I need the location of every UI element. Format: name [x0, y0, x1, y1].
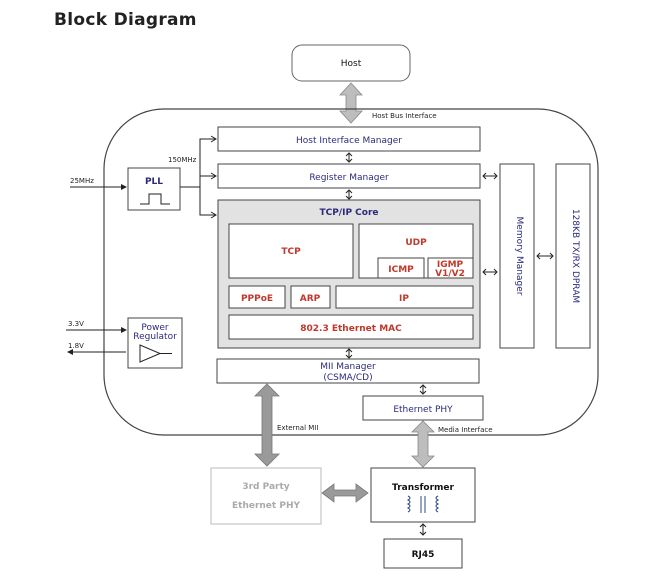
regulator-symbol: [139, 344, 172, 363]
pll-waveform: [140, 193, 170, 205]
mac-label: 802.3 Ethernet MAC: [300, 324, 402, 334]
ethernet-phy-block: [362, 395, 484, 421]
igmp-label-1: IGMP: [437, 260, 464, 270]
ip-label: IP: [399, 294, 409, 304]
arp-block: [290, 285, 331, 309]
connector-core-mem: [482, 268, 498, 276]
host-bus-interface-label: Host Bus Interface: [372, 112, 437, 120]
pppoe-label: PPPoE: [241, 294, 273, 304]
host-interface-manager-label: Host Interface Manager: [296, 136, 402, 146]
dpram-label: 128KB TX/RX DPRAM: [570, 209, 580, 303]
third-party-transformer-arrow: [321, 483, 369, 503]
register-manager-block: [217, 163, 481, 189]
mii-label-1: MII Manager: [320, 362, 376, 372]
clock-out-lines: [180, 138, 216, 216]
memory-manager-label: Memory Manager: [514, 217, 524, 296]
arp-label: ARP: [300, 294, 321, 304]
media-interface-arrow: [411, 420, 435, 468]
external-mii-label: External MII: [277, 424, 318, 432]
connector-transformer-rj45: [419, 523, 427, 536]
memory-manager-block: [499, 163, 535, 349]
transformer-block: [370, 467, 476, 523]
power-label-1: Power: [141, 323, 169, 333]
ethernet-phy-label: Ethernet PHY: [393, 405, 453, 415]
connector-him-reg: [345, 152, 353, 163]
mii-manager-block: [216, 358, 480, 384]
third-party-phy-block: [210, 467, 322, 525]
host-bus-arrow: [339, 82, 363, 124]
third-party-label-1: 3rd Party: [242, 482, 289, 492]
freq-25-label: 25MHz: [70, 177, 94, 185]
host-label: Host: [341, 59, 362, 69]
register-manager-label: Register Manager: [309, 173, 389, 183]
pll-block: [127, 167, 181, 211]
connector-core-mii: [345, 348, 353, 359]
dpram-block: [555, 163, 591, 349]
pll-label: PLL: [145, 177, 163, 187]
power-regulator-block: [127, 317, 183, 369]
transformer-coil-icon: [406, 495, 440, 513]
v18-label: 1.8V: [68, 342, 84, 350]
page-title: Block Diagram: [54, 10, 197, 30]
connector-mii-phy: [419, 384, 427, 395]
ip-block: [335, 285, 474, 309]
host-block: [291, 44, 411, 82]
icmp-block: [377, 257, 425, 279]
chip-outline: [103, 108, 599, 436]
transformer-label: Transformer: [392, 483, 454, 493]
connector-reg-core: [345, 189, 353, 200]
connector-reg-mem: [482, 172, 498, 180]
icmp-label: ICMP: [388, 265, 414, 275]
igmp-block: [427, 257, 474, 279]
rj45-label: RJ45: [412, 550, 435, 560]
tcpip-core-label: TCP/IP Core: [319, 208, 378, 218]
external-mii-arrow: [254, 383, 280, 467]
rj45-block: [383, 538, 463, 569]
tcp-label: TCP: [281, 247, 301, 257]
tcp-block: [228, 223, 354, 279]
power-label-2: Regulator: [133, 332, 177, 342]
udp-label: UDP: [405, 238, 427, 248]
host-interface-manager-block: [217, 126, 481, 152]
clock-arrowheads: [210, 135, 217, 219]
pppoe-block: [228, 285, 286, 309]
igmp-label-2: V1/V2: [435, 269, 465, 279]
connector-mem-dpram: [536, 252, 554, 260]
v33-label: 3.3V: [68, 320, 84, 328]
media-interface-label: Media Interface: [438, 426, 493, 434]
mii-label-2: (CSMA/CD): [323, 373, 372, 383]
mac-block: [228, 314, 474, 340]
freq-150-label: 150MHz: [168, 156, 197, 164]
third-party-label-2: Ethernet PHY: [232, 501, 300, 511]
